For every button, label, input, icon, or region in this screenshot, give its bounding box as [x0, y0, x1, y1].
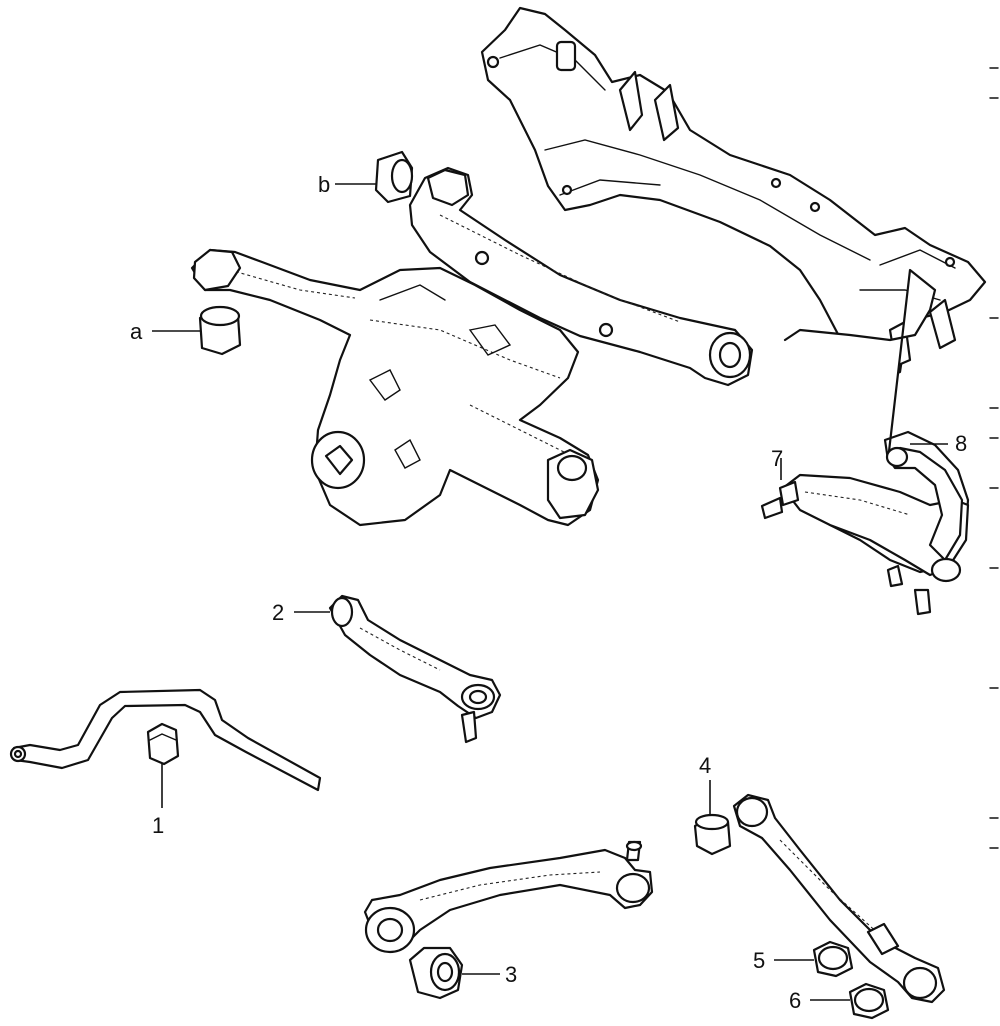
- lower-control-arm: [363, 840, 654, 954]
- callout-3: 3: [505, 962, 517, 987]
- callout-8: 8: [955, 431, 967, 456]
- lateral-link-bushing-6: 6: [789, 982, 890, 1020]
- lateral-link-bushing-5: 5: [753, 940, 854, 978]
- edge-ticks: [989, 67, 999, 849]
- lateral-link-bushing-4: 4: [693, 753, 732, 856]
- stabilizer-bar: [9, 688, 322, 792]
- upper-control-arm: 7 8: [760, 268, 970, 616]
- rear-subframe-crossmember: [480, 6, 987, 384]
- callout-7: 7: [771, 446, 783, 471]
- rear-differential-carrier: [190, 166, 754, 527]
- callout-5: 5: [753, 948, 765, 973]
- callout-b: b: [318, 172, 330, 197]
- callout-1: 1: [152, 813, 164, 838]
- stabilizer-bushing: 1: [146, 722, 180, 838]
- bushing-b: b: [318, 150, 414, 204]
- callout-2: 2: [272, 600, 284, 625]
- bushing-a: a: [130, 305, 242, 356]
- callout-6: 6: [789, 988, 801, 1013]
- lateral-link: [732, 793, 946, 1004]
- upper-trailing-arm: 2: [272, 594, 502, 744]
- callout-a: a: [130, 319, 143, 344]
- callout-4: 4: [699, 753, 711, 778]
- lower-arm-bushing: 3: [408, 946, 517, 1000]
